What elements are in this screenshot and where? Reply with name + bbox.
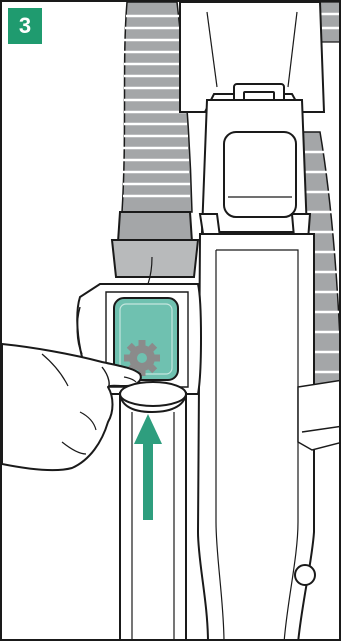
step-number: 3 (8, 8, 42, 44)
base-piece (298, 380, 341, 450)
